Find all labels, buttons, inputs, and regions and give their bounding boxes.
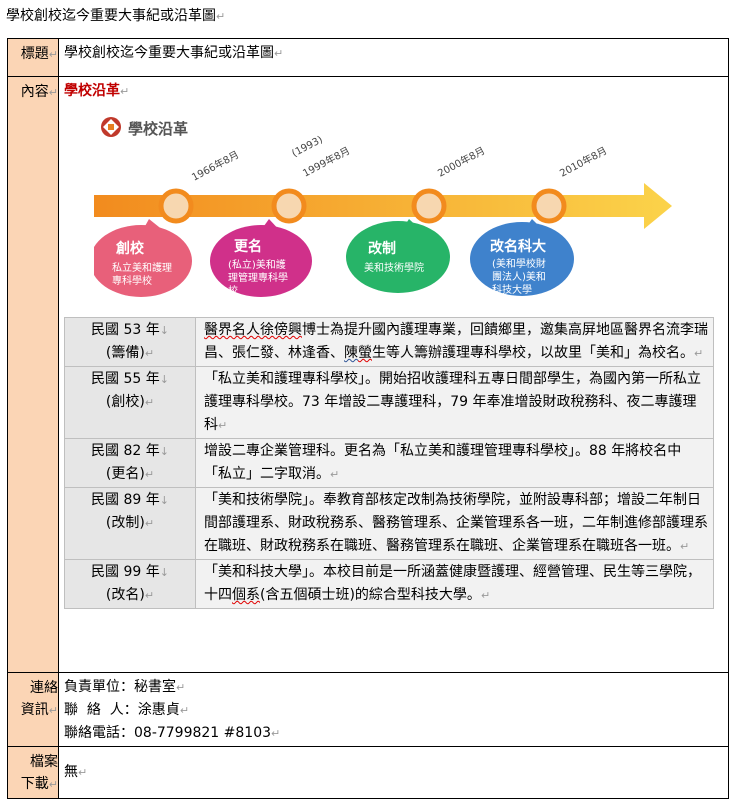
date-label: 2010年8月: [557, 144, 609, 180]
event-desc-cell: 「美和技術學院」。奉教育部核定改制為技術學院，並附設專科部；增設二年制日間部護理…: [195, 487, 714, 560]
contact-value-cell: 負責單位：秘書室↵ 聯 絡 人：涂惠貞↵ 聯絡電話：08-7799821 #81…: [58, 672, 729, 747]
download-value-cell: 無↵: [58, 746, 729, 799]
timeline-arrow: [94, 183, 672, 229]
event-year-cell: 民國 82 年↓(更名)↵: [64, 438, 196, 488]
table-row: 民國 53 年↓(籌備)↵ 醫界名人徐傍興博士為提升國內護理專業，回饋鄉里，邀集…: [64, 317, 714, 367]
svg-text:團法人)美和: 團法人)美和: [492, 270, 546, 283]
download-row: 檔案下載↵ 無↵: [7, 746, 729, 799]
contact-row: 連絡資訊↵ 負責單位：秘書室↵ 聯 絡 人：涂惠貞↵ 聯絡電話：08-77998…: [7, 672, 729, 747]
paragraph-mark: ↵: [274, 47, 284, 60]
download-value: 無: [64, 764, 78, 780]
svg-text:改名科大: 改名科大: [490, 238, 546, 255]
history-graphic: 學校沿革 1966年8月 (1993) 1999年8月 2000年8月 2010…: [94, 111, 694, 311]
events-table: 民國 53 年↓(籌備)↵ 醫界名人徐傍興博士為提升國內護理專業，回饋鄉里，邀集…: [64, 317, 714, 609]
title-value-cell: 學校創校迄今重要大事紀或沿革圖↵: [58, 38, 729, 77]
svg-text:科技大學: 科技大學: [492, 283, 532, 296]
milestone-bubble: 創校 私立美和護理 專科學校: [94, 219, 192, 297]
history-timeline-graphic: 學校沿革 1966年8月 (1993) 1999年8月 2000年8月 2010…: [94, 117, 672, 297]
event-year-cell: 民國 99 年↓(改名)↵: [64, 559, 196, 609]
event-year-cell: 民國 53 年↓(籌備)↵: [64, 317, 196, 367]
svg-text:(私立)美和護: (私立)美和護: [228, 258, 286, 271]
event-desc-cell: 增設二專企業管理科。更名為「私立美和護理管理專科學校」。88 年將校名中「私立」…: [195, 438, 714, 488]
section-heading: 學校沿革: [64, 83, 120, 99]
paragraph-mark: ↵: [120, 85, 130, 98]
title-row: 標題↵ 學校創校迄今重要大事紀或沿革圖↵: [7, 38, 729, 77]
paragraph-mark: ↵: [216, 10, 226, 23]
download-label-cell: 檔案下載↵: [7, 746, 59, 799]
contact-label-cell: 連絡資訊↵: [7, 672, 59, 747]
paragraph-mark: ↵: [48, 86, 58, 99]
svg-text:創校: 創校: [115, 240, 145, 257]
table-row: 民國 82 年↓(更名)↵ 增設二專企業管理科。更名為「私立美和護理管理專科學校…: [64, 438, 714, 488]
event-year-cell: 民國 55 年↓(創校)↵: [64, 366, 196, 439]
table-row: 民國 99 年↓(改名)↵ 「美和科技大學」。本校目前是一所涵蓋健康暨護理、經營…: [64, 559, 714, 609]
milestone-bubble: 改制 美和技術學院: [346, 219, 450, 293]
document-title-text: 學校創校迄今重要大事紀或沿革圖: [6, 8, 216, 24]
event-year-cell: 民國 89 年↓(改制)↵: [64, 487, 196, 560]
date-label: (1993): [290, 134, 325, 159]
title-label: 標題: [20, 46, 49, 62]
svg-text:更名: 更名: [234, 238, 262, 255]
date-label: 2000年8月: [435, 144, 487, 180]
info-table: 標題↵ 學校創校迄今重要大事紀或沿革圖↵ 內容↵ 學校沿革↵: [7, 38, 729, 799]
contact-phone: 聯絡電話：08-7799821 #8103↵: [64, 725, 281, 741]
content-label: 內容: [20, 84, 49, 100]
event-desc-cell: 「美和科技大學」。本校目前是一所涵蓋健康暨護理、經營管理、民生等三學院，十四個系…: [195, 559, 714, 609]
svg-text:理管理專科學: 理管理專科學: [228, 271, 288, 284]
content-value-cell: 學校沿革↵ 學校沿革: [58, 76, 729, 673]
paragraph-mark: ↵: [48, 48, 58, 61]
content-label-cell: 內容↵: [7, 76, 59, 673]
date-label: 1966年8月: [189, 148, 241, 184]
milestone-bubble: 更名 (私立)美和護 理管理專科學 校: [210, 219, 312, 297]
milestone-bubble: 改名科大 (美和學校財 團法人)美和 科技大學: [470, 219, 574, 296]
graphic-header: 學校沿革: [128, 120, 188, 138]
contact-unit: 負責單位：秘書室↵: [64, 679, 186, 695]
table-row: 民國 55 年↓(創校)↵ 「私立美和護理專科學校」。開始招收護理科五專日間部學…: [64, 366, 714, 439]
school-logo-icon: [101, 117, 121, 137]
content-row: 內容↵ 學校沿革↵ 學校沿革: [7, 76, 729, 673]
svg-text:專科學校: 專科學校: [112, 274, 152, 287]
svg-text:改制: 改制: [368, 240, 396, 257]
timeline-node: [158, 188, 567, 224]
contact-person: 聯 絡 人：涂惠貞↵: [64, 702, 190, 718]
document-title: 學校創校迄今重要大事紀或沿革圖↵: [6, 6, 225, 27]
svg-text:(美和學校財: (美和學校財: [492, 257, 546, 270]
svg-text:私立美和護理: 私立美和護理: [112, 261, 172, 274]
event-desc-cell: 醫界名人徐傍興博士為提升國內護理專業，回饋鄉里，邀集高屏地區醫界名流李瑞昌、張仁…: [195, 317, 714, 367]
svg-text:校: 校: [228, 284, 238, 297]
title-label-cell: 標題↵: [7, 38, 59, 77]
table-row: 民國 89 年↓(改制)↵ 「美和技術學院」。奉教育部核定改制為技術學院，並附設…: [64, 487, 714, 560]
event-desc-cell: 「私立美和護理專科學校」。開始招收護理科五專日間部學生，為國內第一所私立護理專科…: [195, 366, 714, 439]
title-value: 學校創校迄今重要大事紀或沿革圖: [64, 45, 274, 61]
svg-text:美和技術學院: 美和技術學院: [364, 261, 424, 274]
